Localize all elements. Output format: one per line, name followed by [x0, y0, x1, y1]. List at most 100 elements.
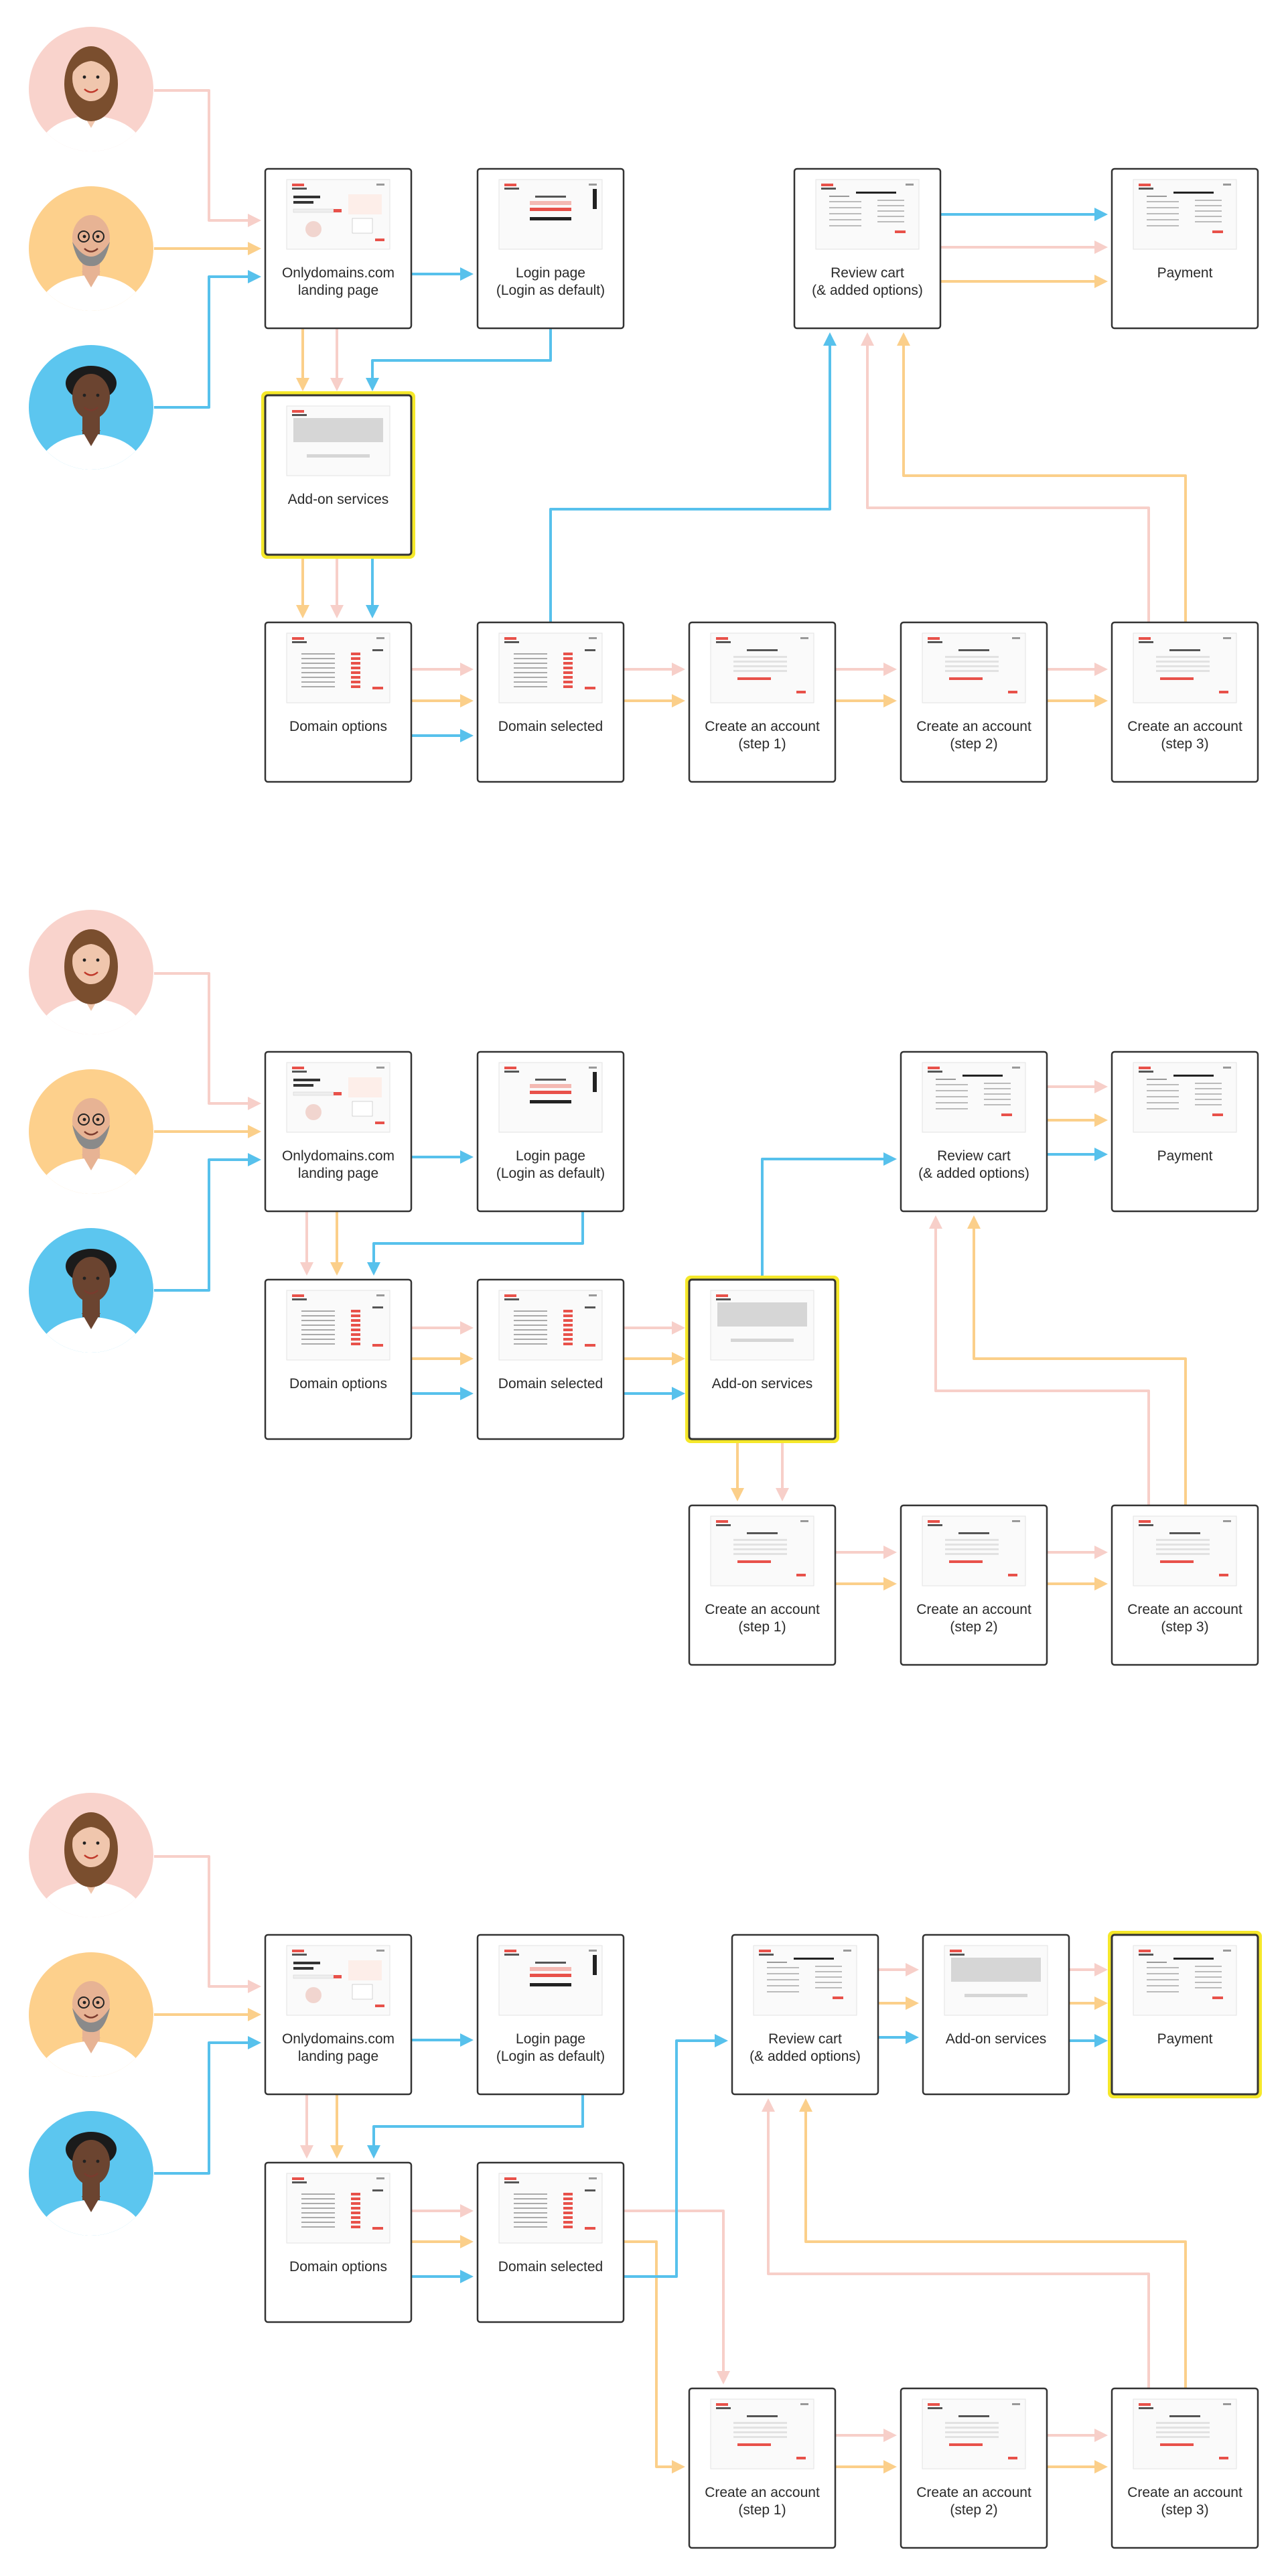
- domain-selected-thumbnail: [498, 2173, 603, 2244]
- curly-hair-man-avatar-icon: [29, 345, 153, 470]
- domain-options-thumbnail: [286, 2173, 390, 2244]
- step-box-account1: Create an account (step 1): [688, 621, 837, 783]
- woman-avatar-icon: [29, 1793, 153, 1917]
- step-label: Domain options: [289, 1376, 387, 1392]
- domain-selected-thumbnail: [498, 1290, 603, 1361]
- step-box-addon: Add-on services: [922, 1934, 1070, 2096]
- step-label: landing page: [298, 283, 378, 298]
- step-label: (step 3): [1161, 1619, 1208, 1635]
- flow-2-connectors: [154, 972, 1187, 1590]
- step-label: Review cart: [937, 1148, 1011, 1164]
- account3-thumbnail: [1133, 1515, 1237, 1586]
- flow-arrow: [154, 1855, 261, 1993]
- curly-hair-man-avatar-icon: [29, 1228, 153, 1353]
- flow-arrow: [967, 1215, 1187, 1505]
- step-box-payment: Payment: [1108, 1931, 1262, 2098]
- landing-thumbnail: [286, 179, 390, 250]
- step-label: Add-on services: [712, 1376, 813, 1392]
- step-box-account2: Create an account (step 2): [900, 621, 1048, 783]
- step-box-account2: Create an account(step 2): [900, 1504, 1048, 1666]
- step-label: Create an account: [916, 2485, 1031, 2500]
- step-label: (& added options): [749, 2049, 861, 2064]
- step-box-domain-options: Domain options: [264, 1278, 413, 1440]
- step-label: Payment: [1157, 2031, 1213, 2047]
- flow-arrow: [366, 328, 552, 391]
- step-box-login: Login page(Login as default): [476, 167, 625, 330]
- login-thumbnail: [498, 1945, 603, 2016]
- step-label: Domain selected: [498, 2259, 603, 2275]
- step-box-review: Review cart (& added options): [900, 1050, 1048, 1213]
- step-label: Domain selected: [498, 1376, 603, 1392]
- step-box-account3: Create an account (step 3): [1111, 1504, 1259, 1666]
- login-thumbnail: [498, 1062, 603, 1133]
- step-label: Create an account: [1127, 719, 1242, 734]
- account1-thumbnail: [710, 2398, 814, 2469]
- step-label: Create an account: [1127, 1602, 1242, 1617]
- bearded-man-avatar-icon: [29, 1952, 153, 2077]
- flow-arrow: [897, 332, 1187, 622]
- step-label: (step 1): [738, 1619, 786, 1635]
- step-label: (step 3): [1161, 736, 1208, 752]
- step-label: (& added options): [918, 1166, 1029, 1181]
- step-label: Review cart: [831, 265, 904, 281]
- step-box-domain-options: Domain options: [264, 2161, 413, 2323]
- woman-avatar-icon: [29, 910, 153, 1034]
- step-label: Domain options: [289, 719, 387, 734]
- step-label: (step 2): [950, 736, 997, 752]
- bearded-man-avatar-icon: [29, 1069, 153, 1194]
- step-label: Payment: [1157, 265, 1213, 281]
- step-label: Create an account: [916, 719, 1031, 734]
- landing-thumbnail: [286, 1062, 390, 1133]
- step-label: Domain options: [289, 2259, 387, 2275]
- step-box-account3: Create an account(step 3): [1111, 2387, 1259, 2549]
- flow-arrow: [367, 1211, 584, 1276]
- flow-arrow: [762, 2098, 1150, 2388]
- step-box-domain-selected: Domain selected: [476, 621, 625, 783]
- step-label: Onlydomains.com: [282, 265, 395, 281]
- step-box-payment: Payment: [1111, 167, 1259, 330]
- step-label: Create an account: [705, 719, 820, 734]
- step-label: (step 1): [738, 736, 786, 752]
- review-thumbnail: [815, 179, 920, 250]
- step-label: (& added options): [812, 283, 923, 298]
- account3-thumbnail: [1133, 632, 1237, 703]
- step-label: Create an account: [1127, 2485, 1242, 2500]
- step-label: Create an account: [705, 1602, 820, 1617]
- domain-options-thumbnail: [286, 632, 390, 703]
- landing-thumbnail: [286, 1945, 390, 2016]
- step-box-domain-selected: Domain selected: [476, 2161, 625, 2323]
- step-box-account1: Create an account(step 1): [688, 2387, 837, 2549]
- step-label: (Login as default): [496, 1166, 605, 1181]
- step-box-domain-selected: Domain selected: [476, 1278, 625, 1440]
- account1-thumbnail: [710, 1515, 814, 1586]
- step-box-review: Review cart (& added options): [793, 167, 942, 330]
- step-box-account1: Create an account (step 1): [688, 1504, 837, 1666]
- account1-thumbnail: [710, 632, 814, 703]
- step-label: (step 2): [950, 2502, 997, 2518]
- step-label: (step 2): [950, 1619, 997, 1635]
- flow-arrow: [624, 2210, 730, 2384]
- login-thumbnail: [498, 179, 603, 250]
- flow-arrow: [624, 2240, 685, 2473]
- flow-3-connectors: [154, 1855, 1187, 2473]
- woman-avatar-icon: [29, 27, 153, 151]
- flow-arrow: [549, 332, 837, 622]
- flow-arrow: [761, 1152, 897, 1280]
- step-label: Login page: [516, 2031, 585, 2047]
- domain-options-thumbnail: [286, 1290, 390, 1361]
- account2-thumbnail: [922, 2398, 1026, 2469]
- flow-arrow: [861, 332, 1150, 622]
- step-label: Add-on services: [288, 492, 389, 507]
- addon-thumbnail: [944, 1945, 1048, 2016]
- flow-arrow: [624, 2034, 728, 2278]
- step-label: (step 1): [738, 2502, 786, 2518]
- flow-arrow: [799, 2098, 1187, 2388]
- account2-thumbnail: [922, 632, 1026, 703]
- flow-arrow: [154, 2036, 261, 2175]
- step-label: Login page: [516, 1148, 585, 1164]
- step-label: (Login as default): [496, 283, 605, 298]
